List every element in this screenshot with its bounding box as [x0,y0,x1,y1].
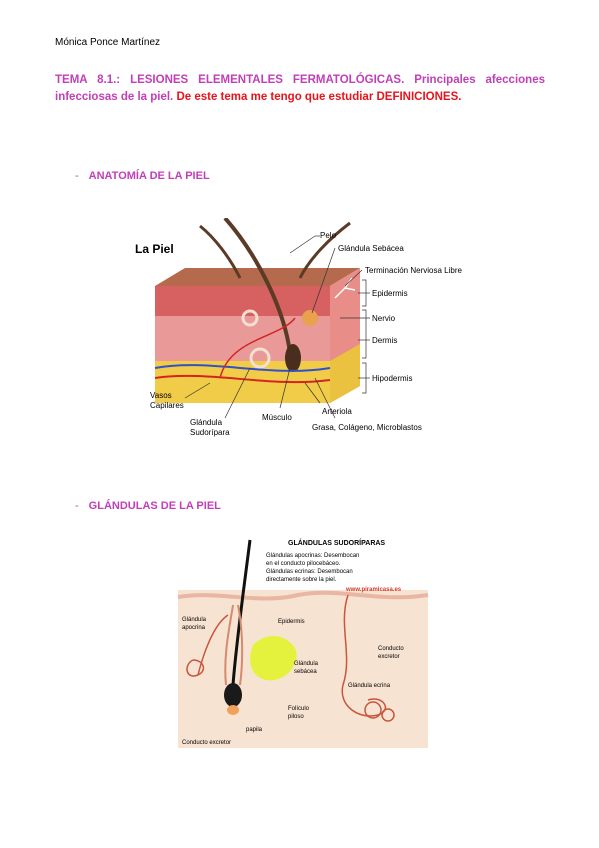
author-name: Mónica Ponce Martínez [55,37,161,48]
section-glands-heading: -GLÁNDULAS DE LA PIEL [75,500,221,512]
label-hipodermis: Hipodermis [372,374,412,383]
glands-label-apocrina-2: apocrina [182,625,206,631]
glands-label-foliculo-1: Folículo [288,706,310,712]
label-epidermis: Epidermis [372,289,408,298]
label-nervio: Nervio [372,314,396,323]
glands-label-foliculo-2: piloso [288,714,304,720]
label-terminacion-nerviosa: Terminación Nerviosa Libre [365,266,462,275]
glands-desc-1: Glándulas apocrinas: Desembocan [266,553,359,559]
label-pelo: Pelo [320,231,337,240]
glands-label-sebacea-1: Glándula [294,661,319,667]
glands-desc-4: directamente sobre la piel. [266,577,337,583]
skin-anatomy-figure: La Piel Pelo Glándula Sebácea Terminació… [135,218,462,437]
section-bullet: - [75,500,79,512]
label-arteriola: Arteriola [322,407,352,416]
glands-label-papila: papila [246,727,263,733]
label-vasos: Vasos [150,391,172,400]
label-grasa: Grasa, Colágeno, Microblastos [312,423,422,432]
label-musculo: Músculo [262,413,292,422]
skin-glands-figure: GLÁNDULAS SUDORÍPARAS Glándulas apocrina… [178,538,428,748]
label-glandula-sebacea: Glándula Sebácea [338,244,404,253]
glands-label-sebacea-2: sebácea [294,669,317,675]
glands-label-epidermis: Epidermis [278,619,305,625]
label-capilares: Capilares [150,401,184,410]
section-label: GLÁNDULAS DE LA PIEL [88,500,221,512]
topic-title-note: De este tema me tengo que estudiar DEFIN… [176,91,462,103]
glands-label-apocrina-1: Glándula [182,617,207,623]
topic-title: TEMA 8.1.: LESIONES ELEMENTALES FERMATOL… [55,72,545,106]
label-glandula-sudoripara-2: Sudorípara [190,428,230,437]
figure-title: La Piel [135,242,174,256]
label-dermis: Dermis [372,336,397,345]
section-label: ANATOMÍA DE LA PIEL [88,170,210,182]
glands-label-ecrina: Glándula ecrina [348,683,391,689]
glands-label-conducto-1: Conducto [378,646,404,652]
glands-title: GLÁNDULAS SUDORÍPARAS [288,538,385,547]
section-bullet: - [75,170,79,182]
glands-label-conducto-excretor: Conducto excretor [182,740,231,746]
website-label: www.piramicasa.es [345,587,402,593]
section-anatomy-heading: -ANATOMÍA DE LA PIEL [75,170,210,182]
glands-label-conducto-2: excretor [378,654,400,660]
glands-desc-3: Glándulas ecrinas: Desembocan [266,569,353,575]
glands-desc-2: en el conducto pilocebáceo. [266,561,341,567]
label-glandula-sudoripara-1: Glándula [190,418,223,427]
topic-title-main: TEMA 8.1.: LESIONES ELEMENTALES FERMATOL… [55,74,545,103]
